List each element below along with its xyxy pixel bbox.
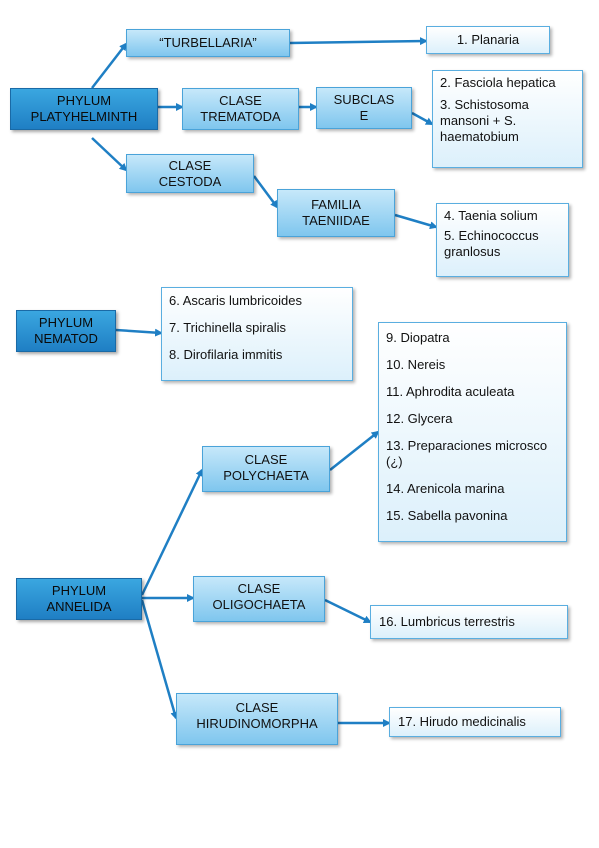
node-label-line: HIRUDINOMORPHA [196, 716, 318, 731]
node-label-line: OLIGOCHAETA [212, 597, 306, 612]
node-clase-cestoda: CLASE CESTODA [126, 154, 254, 193]
species-item: 7. Trichinella spiralis [169, 320, 287, 335]
species-item: 10. Nereis [386, 357, 446, 372]
node-label-line: SUBCLAS [333, 92, 395, 107]
arrow-subclase-trematodes [411, 111, 434, 126]
node-label-line: CESTODA [158, 174, 222, 189]
leaf-lumbricus: 16. Lumbricus terrestris [370, 605, 568, 639]
node-label-line: PHYLUM [38, 315, 94, 330]
arrow-cestoda-taeniidae [252, 175, 279, 209]
leaf-trematode-species: 2. Fasciola hepatica 3. Schistosoma mans… [432, 70, 583, 168]
arrow-platy-cestoda [91, 137, 128, 172]
species-item: 9. Diopatra [386, 330, 450, 345]
node-label-line: POLYCHAETA [223, 468, 309, 483]
arrow-turbellaria-planaria [289, 37, 428, 46]
species-item: 16. Lumbricus terrestris [379, 614, 515, 629]
arrow-annelida-polychaeta [140, 468, 204, 596]
species-item: 11. Aphrodita aculeata [386, 384, 515, 399]
leaf-polychaete-species: 9. Diopatra 10. Nereis 11. Aphrodita acu… [378, 322, 567, 542]
node-label-line: PHYLUM [56, 93, 112, 108]
node-label-line: CLASE [235, 700, 279, 715]
node-label-line: PLATYHELMINTH [30, 109, 138, 124]
node-subclase: SUBCLAS E [316, 87, 412, 129]
species-item: 15. Sabella pavonina [386, 508, 508, 523]
species-item: 12. Glycera [386, 411, 453, 426]
node-phylum-annelida: PHYLUM ANNELIDA [16, 578, 142, 620]
node-label-line: PHYLUM [51, 583, 107, 598]
node-label-line: ANNELIDA [46, 599, 112, 614]
species-item: 4. Taenia solium [444, 208, 538, 223]
arrow-annelida-hirudino [140, 599, 179, 720]
species-item: 2. Fasciola hepatica [440, 75, 556, 90]
node-turbellaria: “TURBELLARIA” [126, 29, 290, 57]
leaf-nematode-species: 6. Ascaris lumbricoides 7. Trichinella s… [161, 287, 353, 381]
node-label-line: NEMATOD [34, 331, 98, 346]
leaf-planaria: 1. Planaria [426, 26, 550, 54]
species-item: 3. Schistosoma mansoni + S. haematobium [440, 97, 529, 144]
node-label-line: TREMATODA [200, 109, 281, 124]
node-familia-taeniidae: FAMILIA TAENIIDAE [277, 189, 395, 237]
node-label-line: FAMILIA [311, 197, 361, 212]
node-phylum-platyhelminth: PHYLUM PLATYHELMINTH [10, 88, 158, 130]
species-item: 13. Preparaciones microsco (¿) [386, 438, 548, 469]
arrow-nematod-nematodes [115, 328, 163, 337]
species-item: 17. Hirudo medicinalis [398, 714, 526, 729]
leaf-hirudo: 17. Hirudo medicinalis [389, 707, 561, 737]
species-item: 1. Planaria [456, 32, 520, 47]
node-clase-trematoda: CLASE TREMATODA [182, 88, 299, 130]
leaf-taeniidae-species: 4. Taenia solium 5. Echinococcus granlos… [436, 203, 569, 277]
node-clase-polychaeta: CLASE POLYCHAETA [202, 446, 330, 492]
node-label-line: TAENIIDAE [302, 213, 370, 228]
node-label-line: E [359, 108, 369, 123]
node-clase-oligochaeta: CLASE OLIGOCHAETA [193, 576, 325, 622]
species-item: 5. Echinococcus granlosus [444, 228, 539, 259]
arrow-taeniidae-taenia [394, 213, 438, 230]
node-clase-hirudinomorpha: CLASE HIRUDINOMORPHA [176, 693, 338, 745]
arrow-platy-turbellaria [91, 42, 128, 89]
node-phylum-nematod: PHYLUM NEMATOD [16, 310, 116, 352]
node-label-line: CLASE [244, 452, 288, 467]
node-label-line: CLASE [219, 93, 262, 108]
species-item: 6. Ascaris lumbricoides [169, 293, 302, 308]
node-label-line: “TURBELLARIA” [159, 35, 257, 50]
node-label-line: CLASE [168, 158, 212, 173]
node-label-line: CLASE [237, 581, 281, 596]
species-item: 8. Dirofilaria immitis [169, 347, 283, 362]
species-item: 14. Arenicola marina [386, 481, 505, 496]
arrow-oligochaeta-lumbricus [324, 598, 372, 624]
arrow-polychaeta-polychaetes [329, 430, 380, 471]
